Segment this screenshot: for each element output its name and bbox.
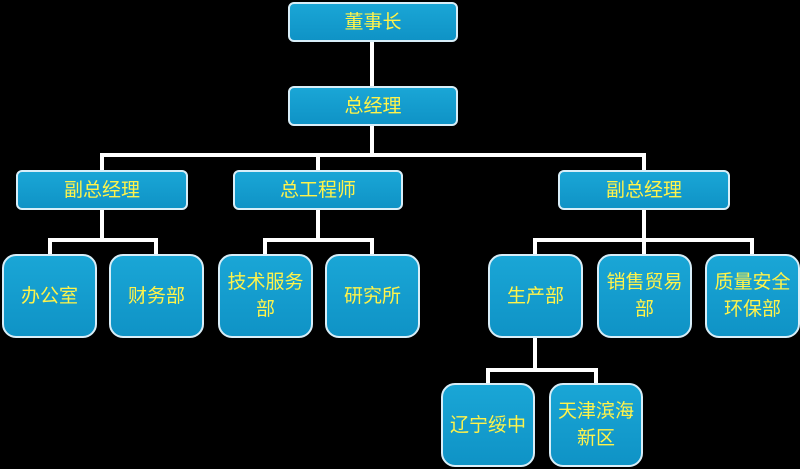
connector-production-sites [486,336,598,385]
connector-deputy-left [48,208,158,256]
finance-box: 财务部 [109,254,204,338]
tianjin-binhai-box: 天津滨海新区 [549,383,643,467]
deputy-gm-right-box: 副总经理 [558,170,730,210]
connector-chief-engineer [263,208,374,256]
connector-deputy-right [533,208,754,256]
deputy-gm-left-box: 副总经理 [16,170,188,210]
research-box: 研究所 [325,254,420,338]
connector-gm-deputies [100,124,646,172]
sales-trade-box: 销售贸易部 [597,254,692,338]
office-box: 办公室 [2,254,97,338]
tech-service-box: 技术服务部 [218,254,313,338]
chairman-box: 董事长 [288,2,458,42]
production-box: 生产部 [488,254,583,338]
quality-safety-env-box: 质量安全环保部 [705,254,800,338]
general-manager-box: 总经理 [288,86,458,126]
chief-engineer-box: 总工程师 [233,170,403,210]
liaoning-suizhong-box: 辽宁绥中 [441,383,535,467]
